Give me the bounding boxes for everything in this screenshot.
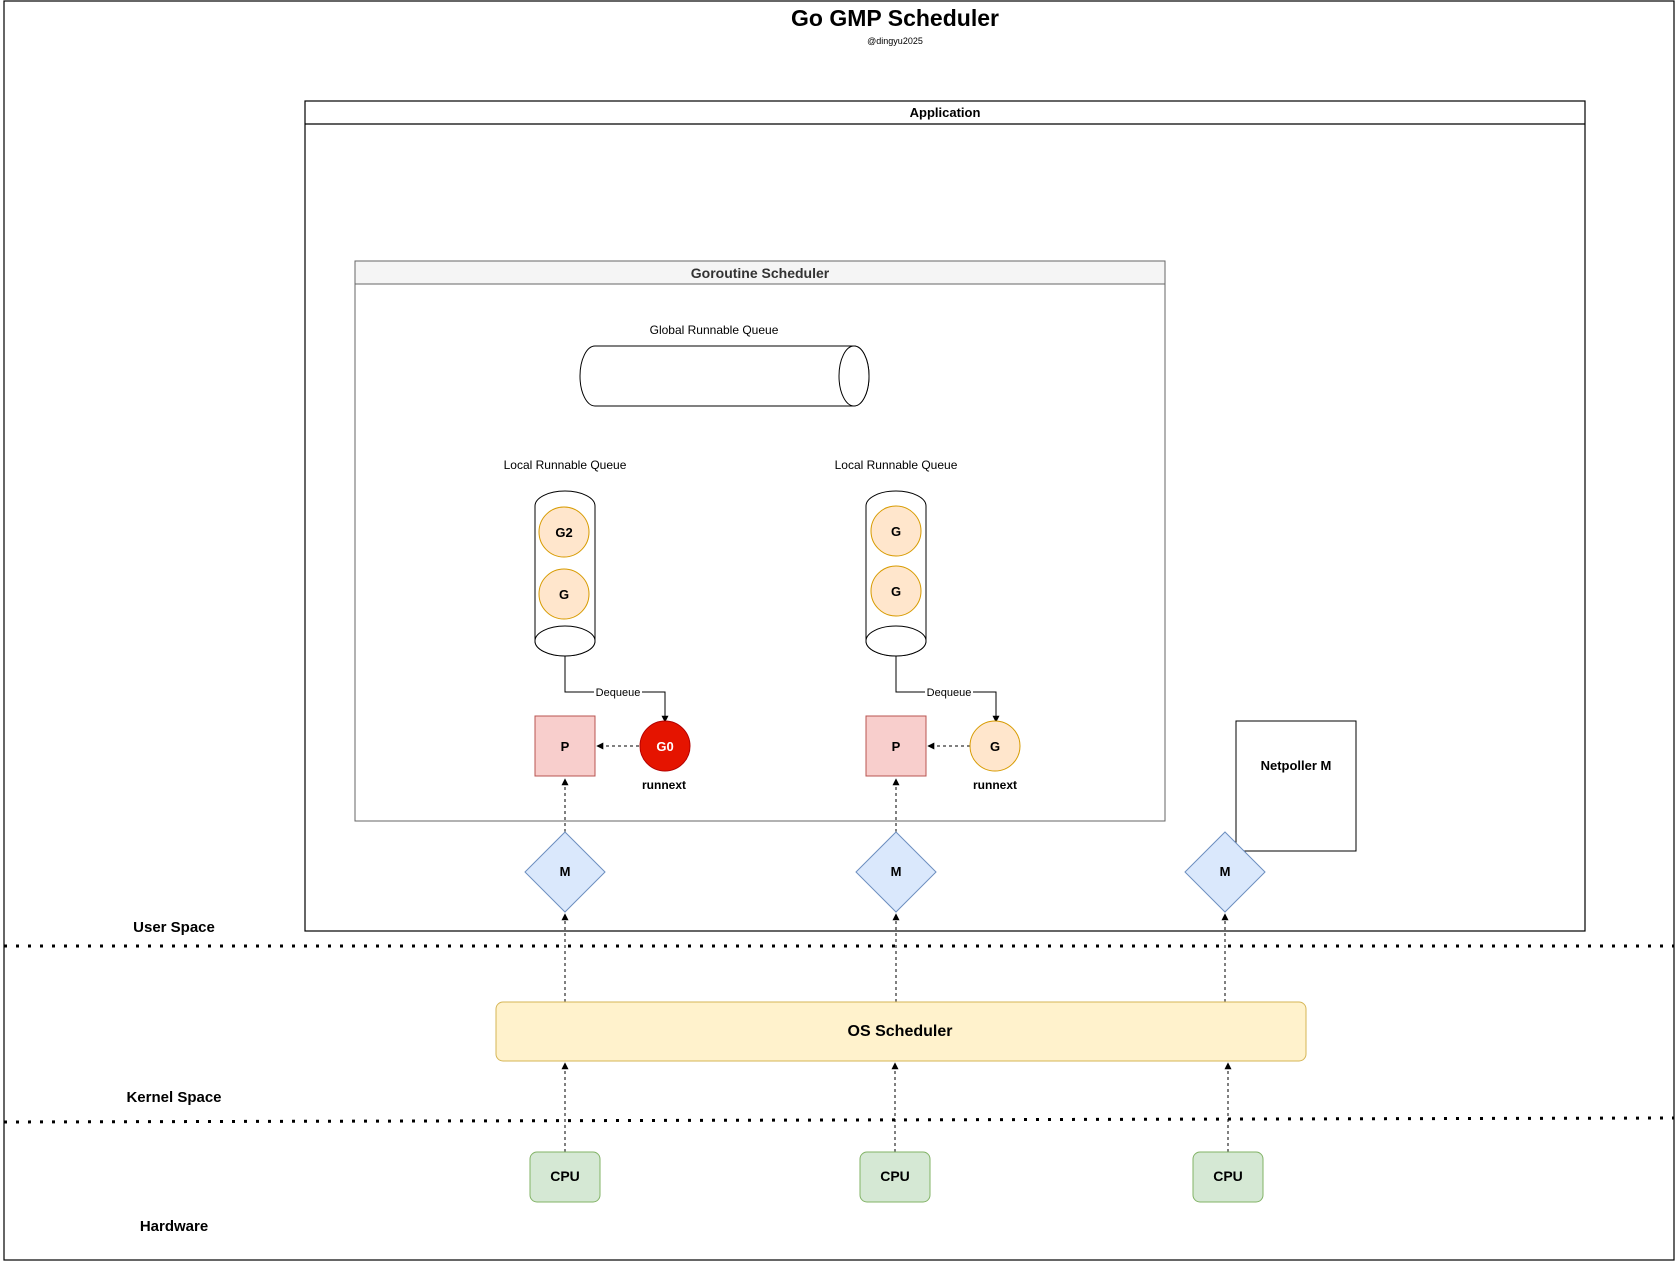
runnext-goroutine-node: G [969, 720, 1021, 772]
svg-text:CPU: CPU [550, 1168, 580, 1184]
dequeue-edge: Dequeue [564, 656, 669, 723]
svg-text:CPU: CPU [1213, 1168, 1243, 1184]
hardware-label: Hardware [140, 1218, 208, 1235]
global-runnable-queue [579, 345, 870, 407]
processor-node: P [865, 715, 927, 777]
svg-text:M: M [1220, 864, 1231, 879]
svg-text:CPU: CPU [880, 1168, 910, 1184]
machine-node: M [855, 831, 937, 913]
os-scheduler-box: OS Scheduler [495, 1001, 1307, 1062]
svg-text:G: G [891, 584, 901, 599]
cpu-node: CPU [1192, 1151, 1264, 1203]
svg-text:OS Scheduler: OS Scheduler [848, 1023, 953, 1040]
dequeue-edge: Dequeue [895, 656, 1000, 723]
kernel-space-label: Kernel Space [126, 1089, 221, 1106]
svg-text:P: P [561, 739, 570, 754]
local-queue-label: Local Runnable Queue [835, 458, 958, 472]
global-queue-label: Global Runnable Queue [650, 323, 779, 337]
goroutine-scheduler-label: Goroutine Scheduler [691, 265, 830, 281]
svg-text:M: M [891, 864, 902, 879]
svg-text:Netpoller M: Netpoller M [1261, 758, 1332, 773]
svg-text:G: G [891, 524, 901, 539]
cpu-node: CPU [529, 1151, 601, 1203]
goroutine-node: G2 [538, 506, 590, 558]
svg-text:G: G [559, 587, 569, 602]
kernel-hardware-separator [3, 1116, 1675, 1124]
netpoller-box: Netpoller M [1235, 720, 1357, 852]
runnext-goroutine-node: G0 [639, 720, 691, 772]
goroutine-node: G [870, 565, 922, 617]
svg-text:G2: G2 [555, 525, 572, 540]
user-space-label: User Space [133, 919, 215, 936]
svg-text:M: M [560, 864, 571, 879]
runnext-caption: runnext [973, 778, 1017, 792]
svg-text:G: G [990, 739, 1000, 754]
outer-frame [3, 0, 1675, 1261]
machine-node: M [1184, 831, 1266, 913]
svg-text:G0: G0 [656, 739, 673, 754]
application-label: Application [910, 105, 981, 120]
processor-node: P [534, 715, 596, 777]
local-queue-label: Local Runnable Queue [504, 458, 627, 472]
machine-node: M [524, 831, 606, 913]
runnext-caption: runnext [642, 778, 686, 792]
diagram-subtitle: @dingyu2025 [867, 36, 923, 46]
svg-text:P: P [892, 739, 901, 754]
svg-text:Dequeue: Dequeue [596, 687, 641, 699]
diagram-title: Go GMP Scheduler [791, 5, 999, 31]
goroutine-node: G [870, 505, 922, 557]
goroutine-scheduler-container: Goroutine Scheduler [354, 260, 1166, 822]
cpu-node: CPU [859, 1151, 931, 1203]
svg-text:Dequeue: Dequeue [927, 687, 972, 699]
goroutine-node: G [538, 568, 590, 620]
